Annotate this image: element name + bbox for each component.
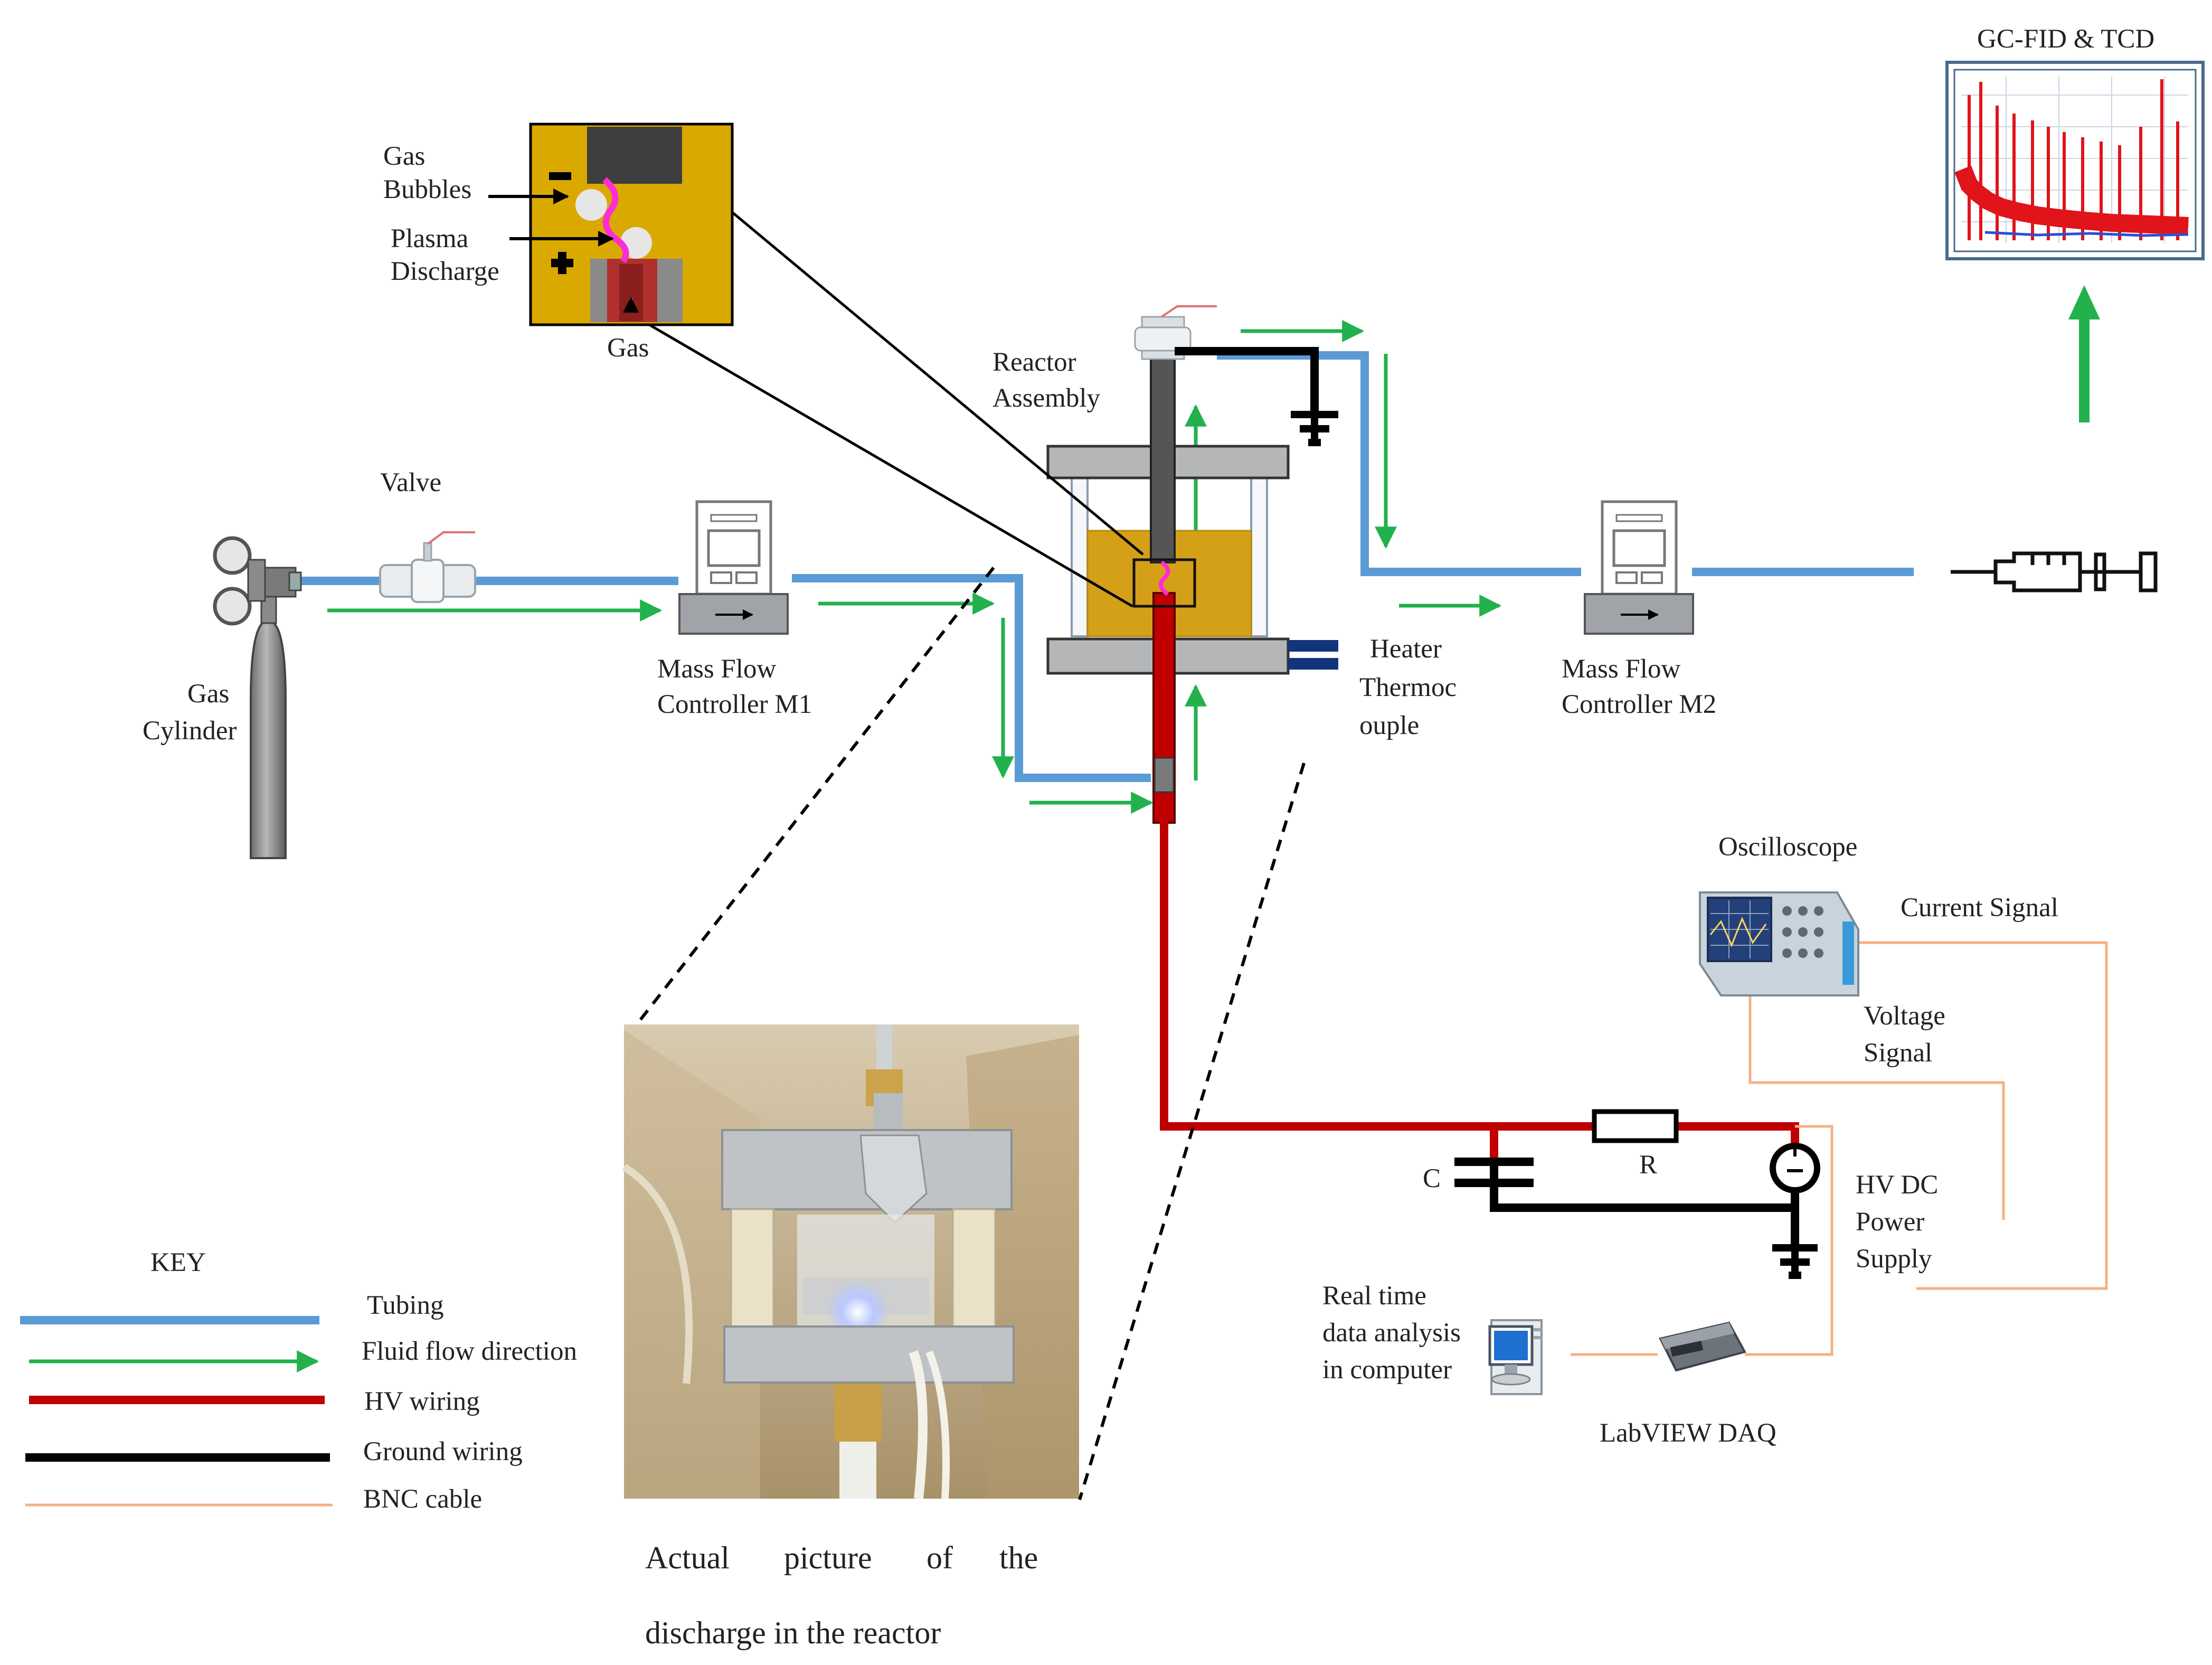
- mass-flow-controller-m2: [1584, 500, 1694, 635]
- flow-arrow-gc: [2068, 285, 2100, 422]
- label-gas-bubbles-line2: Bubbles: [383, 175, 471, 204]
- chromatogram-peaks: [1954, 79, 2189, 240]
- flow-arrows: [327, 320, 1502, 814]
- label-plasma-line2: Discharge: [391, 257, 499, 286]
- mass-flow-controller-m1: [678, 500, 789, 635]
- plasma-filament: [1158, 560, 1170, 596]
- inset-pointer-arrows: [488, 189, 614, 247]
- caption-word-4: the: [999, 1540, 1038, 1575]
- minus-icon: [549, 172, 571, 180]
- plus-icon: [551, 252, 573, 274]
- inset-discharge-detail: [529, 123, 734, 326]
- daq-device-icon: [1659, 1321, 1746, 1372]
- label-heater-line2: Thermoc: [1359, 673, 1457, 702]
- gc-monitor: [1945, 61, 2205, 260]
- label-heater-line1: Heater: [1370, 634, 1442, 664]
- label-inset-gas: Gas: [607, 333, 649, 363]
- legend-title: KEY: [150, 1248, 206, 1277]
- resistor-symbol: [1592, 1109, 1679, 1143]
- label-hvdc-line3: Supply: [1856, 1244, 1932, 1274]
- inset-plasma-filament: [602, 177, 629, 264]
- legend-label-hv: HV wiring: [364, 1387, 480, 1416]
- tubing-mfc1-to-reactor: [792, 574, 1151, 782]
- label-hvdc-line1: HV DC: [1856, 1170, 1938, 1200]
- label-current-signal: Current Signal: [1901, 893, 2058, 923]
- oscilloscope-device: [1699, 891, 1859, 996]
- gas-cylinder: [213, 536, 302, 859]
- computer-icon: [1488, 1319, 1543, 1395]
- ground-symbol-supply: [1772, 1244, 1818, 1279]
- label-resistor: R: [1639, 1150, 1657, 1180]
- label-mfc2-line2: Controller M2: [1562, 690, 1716, 719]
- inlet-valve: [379, 531, 476, 603]
- caption-line-2: discharge in the reactor: [645, 1615, 941, 1650]
- legend-label-flow: Fluid flow direction: [362, 1337, 577, 1366]
- chromatogram-baseline-blue: [1984, 231, 2189, 237]
- label-gas-cylinder-line2: Cylinder: [143, 716, 237, 746]
- reactor-assembly: [1046, 305, 1338, 824]
- label-plasma-line1: Plasma: [391, 224, 468, 253]
- hv-dc-source-symbol: [1770, 1143, 1820, 1208]
- label-daq: LabVIEW DAQ: [1600, 1418, 1776, 1448]
- label-reactor-line1: Reactor: [992, 347, 1076, 377]
- label-hvdc-line2: Power: [1856, 1207, 1924, 1237]
- legend: KEY Tubing Fluid flow direction HV wirin…: [20, 1248, 577, 1514]
- label-gas-bubbles-line1: Gas: [383, 142, 425, 171]
- label-mfc1-line2: Controller M1: [657, 690, 812, 719]
- label-mfc1-line1: Mass Flow: [657, 654, 776, 684]
- legend-label-bnc: BNC cable: [363, 1484, 482, 1514]
- label-mfc2-line1: Mass Flow: [1562, 654, 1680, 684]
- inset-zoom-lines: [648, 211, 1144, 608]
- gc-title: GC-FID & TCD: [1977, 24, 2154, 54]
- label-voltage-line1: Voltage: [1864, 1001, 1945, 1031]
- label-voltage-line2: Signal: [1864, 1038, 1932, 1068]
- caption-word-3: of: [927, 1540, 953, 1575]
- reactor-photo: [622, 1024, 1079, 1499]
- caption-word-1: Actual: [645, 1540, 730, 1575]
- bnc-cables: [1571, 941, 2108, 1356]
- ground-wiring: [1175, 347, 1799, 1246]
- photo-zoom-lines: [637, 567, 1306, 1500]
- pressure-gauge-bottom: [213, 587, 252, 626]
- caption-word-2: picture: [784, 1540, 872, 1575]
- label-gas-cylinder-line1: Gas: [187, 679, 229, 709]
- syringe-icon: [1951, 551, 2158, 592]
- photo-caption: Actual picture of the discharge in the r…: [645, 1540, 1038, 1650]
- label-capacitor: C: [1423, 1164, 1441, 1193]
- label-realtime-line1: Real time: [1322, 1281, 1426, 1311]
- legend-label-ground: Ground wiring: [363, 1437, 523, 1466]
- label-valve: Valve: [380, 468, 441, 497]
- capacitor-symbol: [1454, 1158, 1534, 1209]
- hv-wiring: [1160, 821, 1799, 1162]
- label-realtime-line3: in computer: [1322, 1355, 1452, 1385]
- pressure-gauge-top: [213, 536, 252, 575]
- label-realtime-line2: data analysis: [1322, 1318, 1461, 1348]
- label-oscilloscope: Oscilloscope: [1718, 832, 1857, 862]
- label-heater-line3: ouple: [1359, 711, 1419, 740]
- label-reactor-line2: Assembly: [992, 383, 1101, 413]
- legend-label-tubing: Tubing: [367, 1291, 444, 1320]
- ground-symbol-reactor: [1291, 411, 1338, 446]
